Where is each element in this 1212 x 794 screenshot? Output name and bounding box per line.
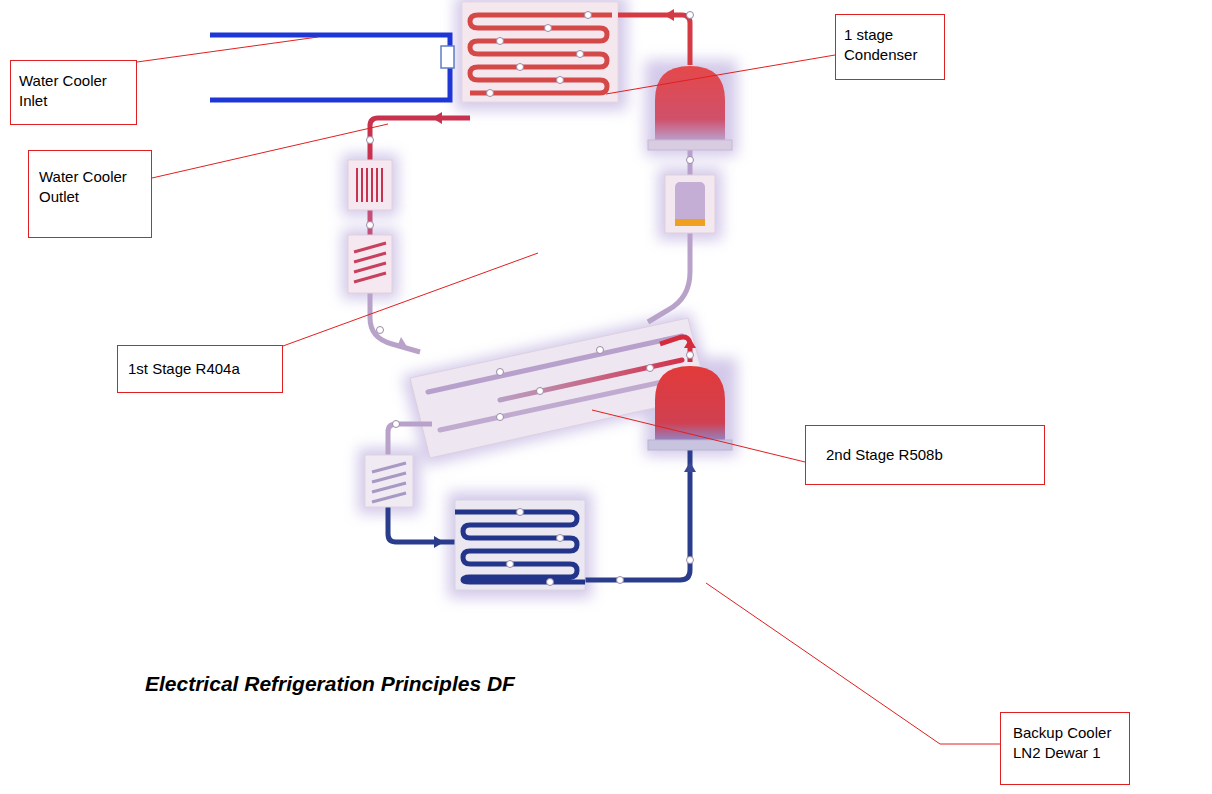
coil-lines [372,463,406,502]
compressor [655,366,725,442]
condenser-box [462,2,618,102]
callout-label: 1st Stage R404a [128,359,272,379]
receiver-tank [675,182,705,226]
evaporator-coil [455,512,585,582]
receiver [665,175,715,233]
callout-box: Water Cooler Outlet [28,150,152,238]
drier-lines [357,168,382,202]
callout-label: 2nd Stage R508b [826,445,1024,465]
coil-lines [354,243,386,282]
callout-box: 1 stage Condenser [835,14,945,80]
condenser-coil [470,15,612,93]
callout-label: 1 stage Condenser [844,25,936,64]
flow-arrow [397,9,674,348]
filter-drier [348,160,392,210]
compressor [655,66,725,142]
receiver-liquid [675,219,705,226]
callout-label: Water Cooler Outlet [39,167,141,206]
caption: Electrical Refrigeration Principles DF [145,672,515,696]
expansion-coil [365,455,413,507]
exchanger-tubes [428,336,690,430]
compressor-base [648,140,732,150]
glow [342,0,737,598]
callout-box: 1st Stage R404a [117,345,283,393]
evaporator [455,500,585,590]
stage1-pipes [370,15,690,352]
callout-box: Backup Cooler LN2 Dewar 1 [1000,712,1130,785]
callout-box: Water Cooler Inlet [10,60,137,125]
pipe-dots [367,12,694,586]
expansion-coil [348,235,392,293]
water-pipe [210,35,450,100]
callout-label: Backup Cooler LN2 Dewar 1 [1013,723,1117,762]
water-port [441,46,454,68]
callout-label: Water Cooler Inlet [19,71,128,110]
callout-box: 2nd Stage R508b [805,425,1045,485]
